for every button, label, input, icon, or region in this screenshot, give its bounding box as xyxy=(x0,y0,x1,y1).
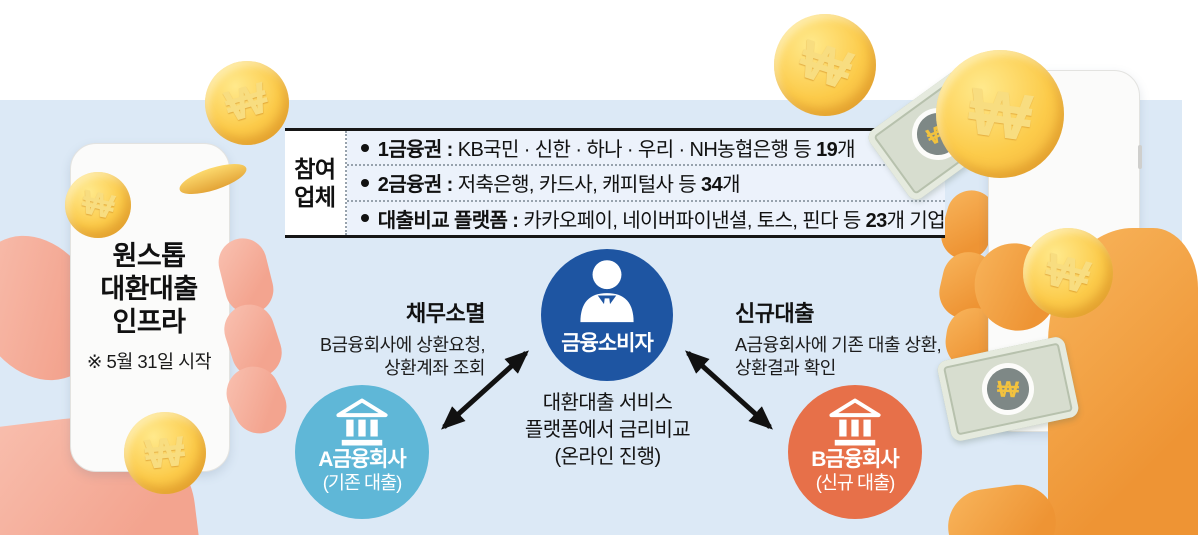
won-coin: ₩ xyxy=(124,412,206,494)
participant-row-platforms: 대출비교 플랫폼 : 카카오페이, 네이버파이낸셜, 토스, 핀다 등 23개 … xyxy=(346,199,946,235)
flow-title: 신규대출 xyxy=(735,301,814,326)
flow-desc-line: 상환계좌 조회 xyxy=(384,358,485,378)
bullet-icon xyxy=(360,178,369,187)
participant-row-tier2: 2금융권 : 저축은행, 카드사, 캐피털사 등 34개 xyxy=(346,164,945,199)
won-coin-icon: ₩ xyxy=(963,73,1036,155)
platform-note: 대환대출 서비스 플랫폼에서 금리비교 (온라인 진행) xyxy=(495,390,720,471)
bank-icon xyxy=(336,398,388,446)
debt-extinguish-flow: 채무소멸 B금융회사에 상환요청, 상환계좌 조회 xyxy=(290,296,486,380)
participants-box: 참여 업체 1금융권 : KB국민 · 신한 · 하나 · 우리 · NH농협은… xyxy=(285,128,946,238)
bank-b-node: B금융회사 (신규 대출) xyxy=(788,385,922,519)
row-text: 1금융권 : KB국민 · 신한 · 하나 · 우리 · NH농협은행 등 19… xyxy=(377,139,856,162)
won-coin: ₩ xyxy=(936,50,1064,178)
infra-title-line: 인프라 xyxy=(112,307,186,337)
won-coin: ₩ xyxy=(205,61,289,145)
won-coin-icon: ₩ xyxy=(220,73,274,132)
won-coin: ₩ xyxy=(774,14,876,116)
row-text: 2금융권 : 저축은행, 카드사, 캐피털사 등 34개 xyxy=(377,174,741,197)
new-loan-flow: 신규대출 A금융회사에 기존 대출 상환, 상환결과 확인 xyxy=(735,296,1020,380)
infra-title: 원스톱 대환대출 인프라 xyxy=(74,240,224,339)
flow-desc-line: A금융회사에 기존 대출 상환, xyxy=(735,335,942,355)
bullet-icon xyxy=(360,214,369,223)
flow-desc-line: B금융회사에 상환요청, xyxy=(319,335,486,355)
person-icon xyxy=(580,260,634,323)
platform-note-line: 플랫폼에서 금리비교 xyxy=(524,419,691,441)
phone-side-button xyxy=(1138,145,1142,169)
participants-label-line: 업체 xyxy=(294,184,336,210)
consumer-label: 금융소비자 xyxy=(561,332,654,355)
financial-consumer-node: 금융소비자 xyxy=(541,249,673,381)
won-coin-icon: ₩ xyxy=(142,427,188,478)
won-coin-icon: ₩ xyxy=(78,182,118,227)
infra-title-line: 원스톱 xyxy=(112,241,186,271)
platform-note-line: 대환대출 서비스 xyxy=(542,392,673,414)
left-phone-copy: 원스톱 대환대출 인프라 ※ 5월 31일 시작 xyxy=(74,240,224,374)
flow-title: 채무소멸 xyxy=(406,301,485,326)
participants-rows: 1금융권 : KB국민 · 신한 · 하나 · 우리 · NH농협은행 등 19… xyxy=(346,131,946,235)
participants-box-label: 참여 업체 xyxy=(285,131,347,235)
row-text: 대출비교 플랫폼 : 카카오페이, 네이버파이낸셜, 토스, 핀다 등 23개 … xyxy=(377,209,946,232)
participants-label-line: 참여 xyxy=(294,156,336,182)
participant-row-tier1: 1금융권 : KB국민 · 신한 · 하나 · 우리 · NH농협은행 등 19… xyxy=(347,131,945,164)
infra-title-line: 대환대출 xyxy=(100,274,198,304)
won-coin: ₩ xyxy=(1023,228,1113,318)
bank-b-name: B금융회사 xyxy=(811,448,899,471)
infra-start-date: ※ 5월 31일 시작 xyxy=(86,351,212,372)
flow-desc-line: 상환결과 확인 xyxy=(735,358,836,378)
bank-a-node: A금융회사 (기존 대출) xyxy=(295,385,429,519)
bank-icon xyxy=(829,398,881,446)
bank-a-sub: (기존 대출) xyxy=(322,472,403,493)
bank-b-sub: (신규 대출) xyxy=(815,472,896,493)
bullet-icon xyxy=(360,143,369,152)
bank-a-name: A금융회사 xyxy=(318,448,406,471)
platform-note-line: (온라인 진행) xyxy=(554,446,661,468)
won-coin-icon: ₩ xyxy=(791,28,859,102)
won-coin: ₩ xyxy=(65,172,131,238)
won-coin-icon: ₩ xyxy=(1040,242,1096,304)
